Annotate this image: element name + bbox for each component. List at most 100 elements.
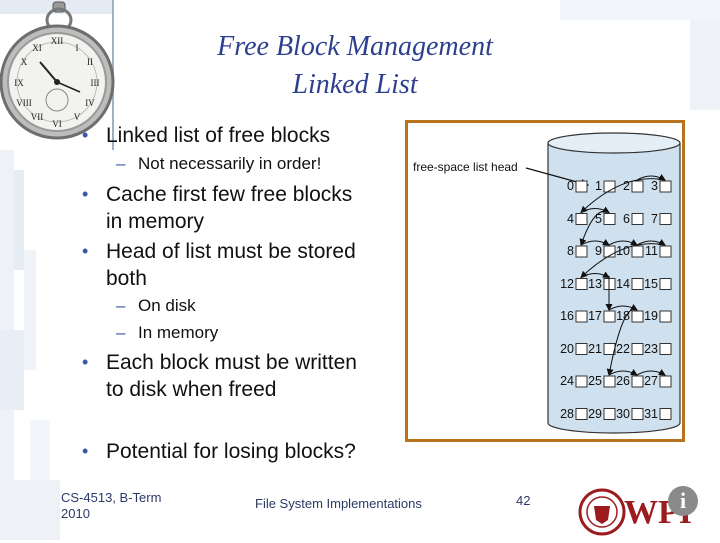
svg-text:VII: VII bbox=[31, 112, 44, 122]
disk-block-number: 20 bbox=[560, 341, 574, 356]
free-space-list-head-label: free-space list head bbox=[413, 160, 518, 174]
disk-block-number: 9 bbox=[595, 244, 602, 258]
disk-block-number: 21 bbox=[588, 341, 602, 356]
free-chain-link-arrow bbox=[580, 243, 666, 279]
disk-block-number: 7 bbox=[651, 211, 658, 226]
disk-block-number: 26 bbox=[616, 374, 630, 388]
free-chain-link-arrow bbox=[580, 271, 610, 278]
disk-block-box bbox=[631, 213, 644, 225]
bullet-item: • Head of list must be stored bbox=[82, 238, 356, 265]
bullet-marker-icon: • bbox=[82, 184, 89, 204]
title-line-1: Free Block Management bbox=[217, 31, 493, 62]
bullet-text: Potential for losing blocks? bbox=[106, 440, 356, 463]
disk-block-box bbox=[603, 375, 616, 388]
disk-block-number: 27 bbox=[644, 374, 658, 388]
sub-bullet-item: – On disk bbox=[116, 295, 196, 317]
bullet-item: • Linked list of free blocks bbox=[82, 122, 331, 149]
disk-block-box bbox=[603, 213, 616, 225]
disk-block-number: 18 bbox=[616, 309, 630, 323]
svg-text:V: V bbox=[74, 112, 81, 122]
footer-course: CS-4513, B-Term 2010 bbox=[61, 490, 161, 522]
bullet-text: Cache first few free blocks bbox=[106, 183, 353, 206]
footer-course-line-1: CS-4513, B-Term bbox=[61, 490, 162, 505]
bullet-marker-icon: • bbox=[82, 125, 89, 145]
page-number: 42 bbox=[516, 493, 531, 508]
free-chain-link-arrow bbox=[606, 308, 638, 376]
disk-block-number: 5 bbox=[595, 211, 602, 226]
bullet-marker-icon: • bbox=[82, 441, 89, 461]
bullet-continuation: both bbox=[106, 265, 147, 292]
svg-text:XII: XII bbox=[51, 36, 64, 46]
disk-diagram bbox=[525, 132, 681, 434]
free-chain-link-arrow bbox=[579, 210, 610, 246]
disk-block-box bbox=[603, 310, 616, 323]
free-chain-link-arrow bbox=[580, 178, 666, 214]
disk-block-box bbox=[575, 343, 588, 355]
bullet-item: • Each block must be written bbox=[82, 349, 357, 376]
footer-course-line-2: 2010 bbox=[61, 506, 90, 521]
disk-block-box bbox=[659, 245, 672, 258]
disk-block-box bbox=[603, 180, 616, 193]
svg-text:III: III bbox=[91, 78, 100, 88]
bullet-text: Head of list must be stored bbox=[106, 240, 356, 263]
disk-block-box bbox=[659, 375, 672, 388]
disk-block-number: 6 bbox=[623, 211, 630, 226]
free-chain-link-arrow bbox=[636, 238, 666, 246]
disk-block-number: 25 bbox=[588, 374, 602, 388]
disk-block-number: 30 bbox=[616, 406, 630, 421]
disk-block-number: 28 bbox=[560, 406, 574, 421]
bullet-text: both bbox=[106, 267, 147, 290]
bullet-text: to disk when freed bbox=[106, 378, 277, 401]
disk-block-box bbox=[575, 375, 588, 388]
disk-block-number: 2 bbox=[623, 179, 630, 193]
disk-block-box bbox=[575, 408, 588, 420]
disk-block-box bbox=[631, 408, 644, 420]
disk-block-box bbox=[575, 180, 588, 193]
disk-block-box bbox=[631, 180, 644, 193]
disk-block-number: 13 bbox=[588, 276, 602, 291]
disk-block-number: 12 bbox=[560, 276, 574, 291]
disk-block-number: 29 bbox=[588, 406, 602, 421]
bullet-marker-icon: • bbox=[82, 352, 89, 372]
dash-marker-icon: – bbox=[116, 296, 126, 315]
disk-block-number: 8 bbox=[567, 244, 574, 258]
svg-text:I: I bbox=[76, 43, 79, 53]
bullet-marker-icon: • bbox=[82, 241, 89, 261]
disk-block-number: 24 bbox=[560, 374, 574, 388]
bullet-text: in memory bbox=[106, 210, 205, 233]
sub-bullet-text: On disk bbox=[138, 296, 196, 315]
disk-block-box bbox=[603, 408, 616, 420]
info-icon[interactable]: i bbox=[668, 486, 698, 516]
title-line-2: Linked List bbox=[292, 69, 418, 100]
disk-block-number: 15 bbox=[644, 276, 658, 291]
disk-block-box bbox=[659, 343, 672, 355]
disk-block-box bbox=[603, 245, 616, 258]
disk-block-number: 11 bbox=[645, 244, 658, 258]
svg-text:XI: XI bbox=[32, 43, 42, 53]
svg-text:IV: IV bbox=[85, 98, 95, 108]
disk-block-number: 1 bbox=[595, 179, 602, 193]
disk-block-box bbox=[659, 213, 672, 225]
slide-title: Free Block Management Linked List bbox=[150, 28, 560, 104]
disk-block-box bbox=[575, 310, 588, 323]
disk-block-box bbox=[631, 278, 644, 290]
free-chain-link-arrow bbox=[636, 173, 666, 181]
wpi-seal-icon bbox=[578, 488, 718, 538]
sub-bullet-item: – Not necessarily in order! bbox=[116, 153, 321, 175]
svg-text:X: X bbox=[21, 57, 28, 67]
bullet-text: Linked list of free blocks bbox=[106, 124, 331, 147]
disk-block-number: 22 bbox=[616, 341, 630, 356]
bullet-item: • Potential for losing blocks? bbox=[82, 438, 356, 465]
bullet-continuation: to disk when freed bbox=[106, 376, 276, 403]
disk-block-number: 3 bbox=[651, 179, 658, 193]
disk-block-number: 0 bbox=[567, 179, 574, 193]
svg-text:II: II bbox=[87, 57, 93, 67]
free-chain-link-arrow bbox=[608, 368, 638, 376]
disk-block-number: 10 bbox=[616, 244, 630, 258]
bullet-continuation: in memory bbox=[106, 208, 204, 235]
disk-block-box bbox=[659, 278, 672, 290]
disk-block-box bbox=[575, 278, 588, 290]
free-chain-link-arrow bbox=[636, 368, 666, 376]
